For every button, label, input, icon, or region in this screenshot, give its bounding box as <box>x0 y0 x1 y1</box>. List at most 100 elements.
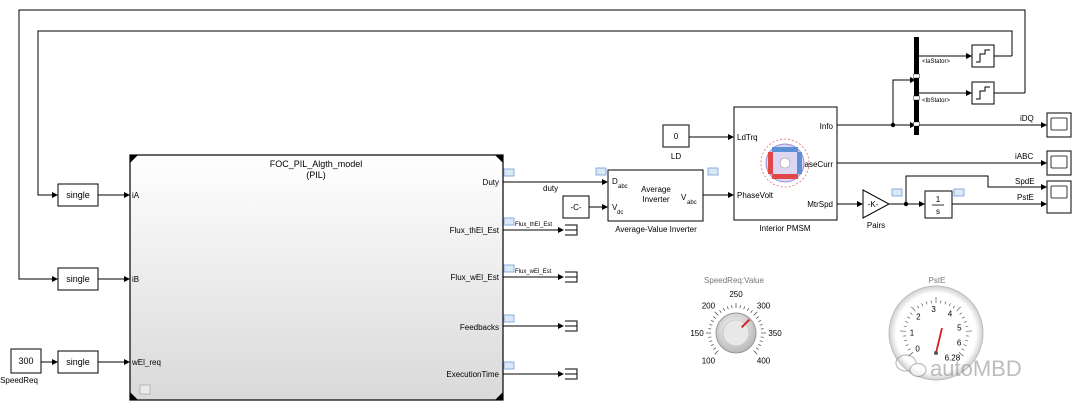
knob-tick <box>709 340 713 342</box>
gauge-tick-label: 0 <box>915 344 920 353</box>
convert-block-ib[interactable]: single <box>57 267 99 291</box>
knob-tick-label: 300 <box>757 301 771 310</box>
svg-text:V: V <box>612 203 618 212</box>
average-inverter-block[interactable]: D abc V dc Average Inverter V abc Averag… <box>607 169 704 234</box>
gauge-tick <box>958 352 964 357</box>
svg-text:abc: abc <box>687 200 697 206</box>
speedreq-constant[interactable]: 300 SpeedReq <box>0 348 42 385</box>
foc-pil-subsystem[interactable]: FOC_PIL_Algth_model (PIL) iA iB wEl_req … <box>129 154 504 401</box>
knob-tick <box>756 347 759 350</box>
knob-needle <box>740 318 751 329</box>
gauge-tick-label: 6 <box>957 338 962 347</box>
zoh-block-ib[interactable] <box>971 81 995 105</box>
wechat-icon <box>895 354 927 378</box>
knob-tick-label: 150 <box>690 329 704 338</box>
bus-selector[interactable] <box>913 37 920 135</box>
pairs-label: Pairs <box>867 221 885 230</box>
gauge-tick <box>963 344 967 346</box>
ib-stator-wire: <IbStator> <box>919 90 972 104</box>
knob-tick <box>714 350 719 355</box>
vdc-constant[interactable]: -C- <box>562 195 590 219</box>
interior-pmsm-block[interactable]: LdTrq PhaseVolt Info PhaseCurr MtrSpd In… <box>733 106 838 233</box>
gauge-tick <box>909 312 913 315</box>
knob-ticks <box>706 303 766 355</box>
knob-tick <box>758 319 762 322</box>
knob-tick <box>753 311 758 316</box>
svg-text:MtrSpd: MtrSpd <box>807 200 833 209</box>
pmsm-label: Interior PMSM <box>759 224 810 233</box>
svg-text:Flux_wEl_Est: Flux_wEl_Est <box>515 269 552 275</box>
knob-tick-label: 400 <box>757 357 771 366</box>
convert-block-ia[interactable]: single <box>57 183 99 207</box>
gauge-ticks <box>900 297 972 357</box>
knob-tick <box>710 344 714 347</box>
gauge-tick <box>921 303 924 307</box>
flux-wel-wire: Flux_wEl_Est <box>503 269 578 283</box>
port-duty: Duty <box>483 178 499 187</box>
gauge-tick <box>952 305 956 309</box>
pairs-gain[interactable]: -K- Pairs <box>862 189 891 230</box>
knob-tick <box>758 344 762 347</box>
info-wire <box>837 77 916 128</box>
gauge-tick <box>965 339 969 342</box>
svg-text:-C-: -C- <box>570 203 581 212</box>
knob-title: SpeedReq:Value <box>704 276 764 285</box>
duty-wire: duty <box>503 179 608 193</box>
knob-tick <box>759 340 763 342</box>
motor-icon <box>760 138 810 188</box>
svg-text:Average: Average <box>641 185 671 194</box>
scope-speed-position[interactable] <box>1046 180 1072 214</box>
knob-tick <box>714 311 719 316</box>
gauge-needle <box>935 327 943 354</box>
knob-tick <box>747 307 750 311</box>
flux-thel-wire: Flux_thEl_Est <box>503 222 578 236</box>
svg-text:<IaStator>: <IaStator> <box>922 59 951 65</box>
knob-tick-label: 100 <box>702 357 716 366</box>
gauge-tick <box>944 301 947 305</box>
svg-text:dc: dc <box>617 210 623 216</box>
svg-text:300: 300 <box>18 356 33 366</box>
knob-tick <box>719 310 722 313</box>
gauge-tick <box>962 316 965 319</box>
port-flux-wel: Flux_wEl_Est <box>451 273 500 282</box>
knob-tick <box>750 310 753 313</box>
knob-tick-label: 350 <box>768 329 782 338</box>
zoh-block-ia[interactable] <box>971 44 995 68</box>
gauge-tick <box>956 306 961 312</box>
knob-tick-label: 250 <box>729 290 743 299</box>
svg-text:abc: abc <box>618 184 628 190</box>
spde-label: SpdE <box>1015 177 1035 186</box>
knob-tick <box>753 350 758 355</box>
gauge-tick <box>916 305 920 309</box>
gauge-tick-label: 5 <box>957 324 962 333</box>
knob-tick <box>759 324 763 326</box>
watermark-text: autoMBD <box>930 356 1022 381</box>
integrator-block[interactable]: 1 s <box>924 190 953 219</box>
gauge-tick <box>925 301 928 305</box>
svg-text:-K-: -K- <box>868 200 879 209</box>
scope-iabc[interactable] <box>1046 150 1072 176</box>
svg-text:V: V <box>681 193 687 202</box>
gauge-tick <box>903 325 907 328</box>
iabc-wire: iABC <box>837 152 1047 166</box>
gauge-tick <box>963 321 967 323</box>
convert-block-speed[interactable]: single <box>57 350 99 374</box>
gauge-tick <box>907 348 911 351</box>
port-ib: iB <box>132 275 139 284</box>
svg-text:1: 1 <box>936 195 941 204</box>
knob-tick <box>710 319 714 322</box>
gauge-tick <box>905 321 909 323</box>
svg-text:PhaseVolt: PhaseVolt <box>737 191 774 200</box>
executiontime-wire <box>503 368 578 380</box>
svg-text:iABC: iABC <box>1015 152 1033 161</box>
scope-idq[interactable] <box>1046 112 1072 138</box>
svg-text:LdTrq: LdTrq <box>737 133 758 142</box>
port-flux-thel: Flux_thEl_Est <box>450 226 500 235</box>
ld-constant[interactable]: 0 LD <box>662 124 690 161</box>
gauge-tick <box>961 348 965 351</box>
svg-text:single: single <box>66 190 90 200</box>
